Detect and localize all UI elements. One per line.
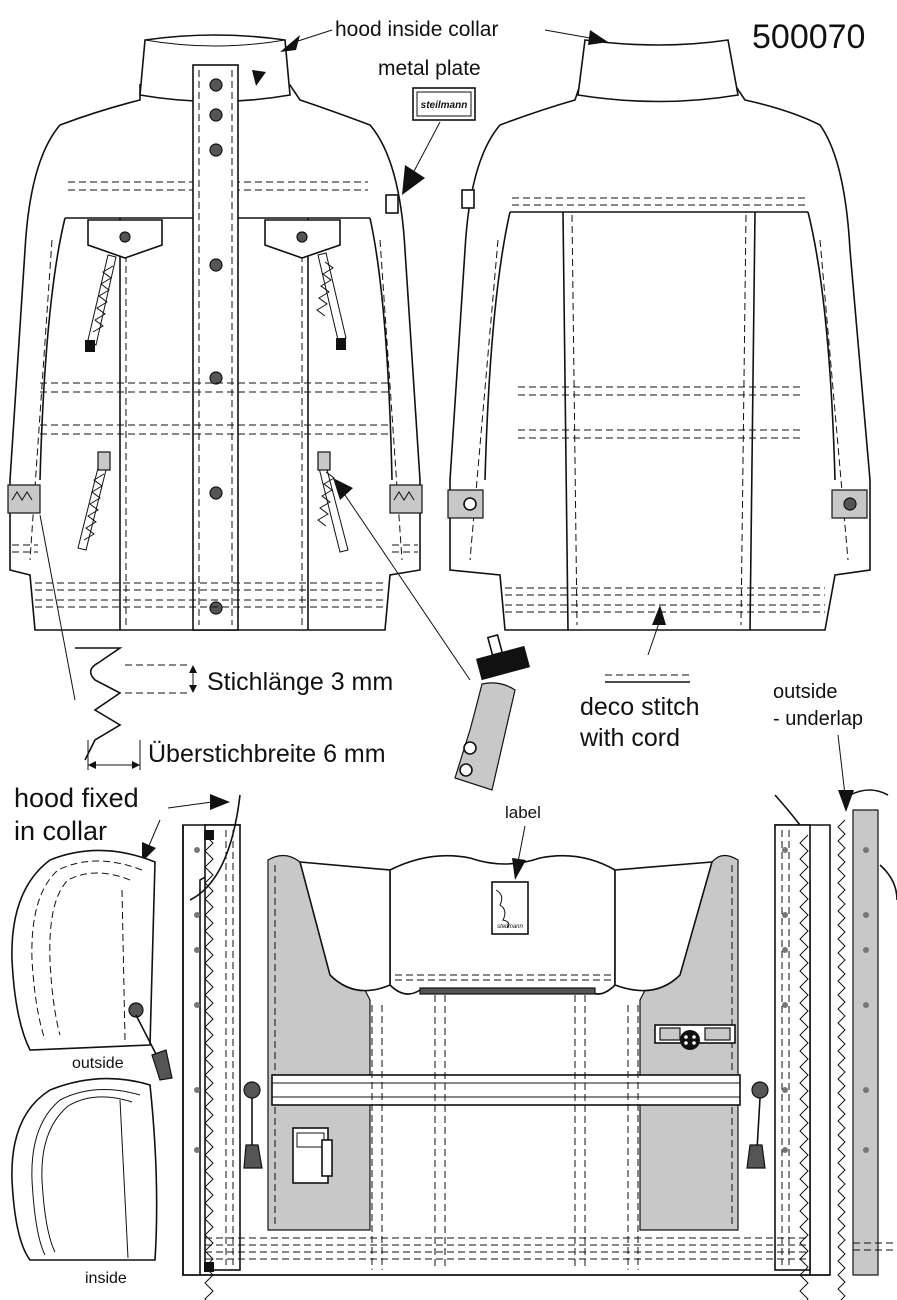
back-view (447, 39, 871, 631)
hanger-loop (419, 987, 596, 995)
metal-plate-icon (412, 87, 476, 121)
left-cuff-tab (7, 484, 41, 514)
zipper-pocket-lower-left (77, 451, 111, 551)
right-cuff-tab (389, 484, 423, 514)
callout-outside-underlap: outside - underlap (773, 681, 863, 812)
overstitch-width-label: Überstichbreite 6 mm (148, 740, 386, 768)
zipper-pocket-lower-right (317, 451, 349, 553)
hood-inside-collar-label: hood inside collar (335, 18, 498, 41)
waist-band-inner (271, 1074, 741, 1106)
style-number: 500070 (752, 18, 865, 56)
cord-stopper-icon (128, 1002, 144, 1018)
hood-outside-view: outside (11, 849, 173, 1081)
zipper-pocket-upper-right (316, 252, 347, 350)
callout-metal-plate: metal plate steilmann (378, 57, 481, 195)
hood-fixed-label-cont: in collar (14, 816, 107, 846)
inner-button-tab (654, 1024, 736, 1050)
button-icon (209, 258, 223, 272)
deco-stitch-label: deco stitch (580, 693, 700, 721)
inside-view: steilmann label (182, 794, 831, 1300)
snap-dots-right (782, 847, 788, 1153)
right-front-facing (774, 824, 811, 1271)
inner-pocket (292, 1127, 333, 1184)
hood-inside-label: inside (85, 1270, 127, 1287)
stitch-length-label: Stichlänge 3 mm (207, 668, 393, 696)
left-front-facing (204, 824, 241, 1271)
brand-label-logo: steilmann (497, 924, 523, 930)
zipper-pull-icon (317, 451, 331, 471)
button-icon (209, 486, 223, 500)
button-icon (843, 497, 857, 511)
outside-underlap-label: outside (773, 681, 838, 703)
button-icon (209, 108, 223, 122)
button-icon (209, 371, 223, 385)
button-icon (296, 231, 308, 243)
outside-underlap-label-cont: - underlap (773, 708, 863, 730)
hood-inside-view: inside (11, 1077, 158, 1287)
callout-deco-stitch: deco stitch with cord (579, 605, 700, 752)
metal-plate-icon (385, 194, 399, 214)
metal-plate-logo: steilmann (421, 100, 468, 111)
callout-hood-fixed: hood fixed in collar (14, 783, 230, 862)
zipper-pull-icon (97, 451, 111, 471)
hood-fixed-label: hood fixed (14, 783, 139, 813)
placket-buttons (209, 78, 223, 615)
cord-stopper-icon (751, 1081, 769, 1099)
front-view (7, 34, 423, 631)
snap-dots-left (194, 847, 200, 1153)
zigzag-stitch-detail: Stichlänge 3 mm Überstichbreite 6 mm (39, 514, 393, 770)
hood-outside-label: outside (72, 1055, 124, 1072)
callout-hood-inside-collar: hood inside collar (280, 18, 608, 52)
cord-stopper-icon (243, 1081, 261, 1099)
brand-label (491, 881, 529, 935)
label-label: label (505, 803, 541, 822)
deco-stitch-label-cont: with cord (579, 724, 680, 752)
metal-plate-icon (461, 189, 475, 209)
button-icon (119, 231, 131, 243)
front-placket (192, 64, 239, 631)
zipper-pull-icon (476, 645, 530, 681)
button-icon (209, 143, 223, 157)
button-icon (680, 1030, 700, 1050)
button-icon (209, 78, 223, 92)
zipper-pocket-upper-left (85, 254, 117, 352)
button-icon (209, 601, 223, 615)
zipper-pull-detail (333, 478, 530, 791)
underlap-strip (837, 789, 897, 1300)
metal-plate-label: metal plate (378, 57, 481, 80)
